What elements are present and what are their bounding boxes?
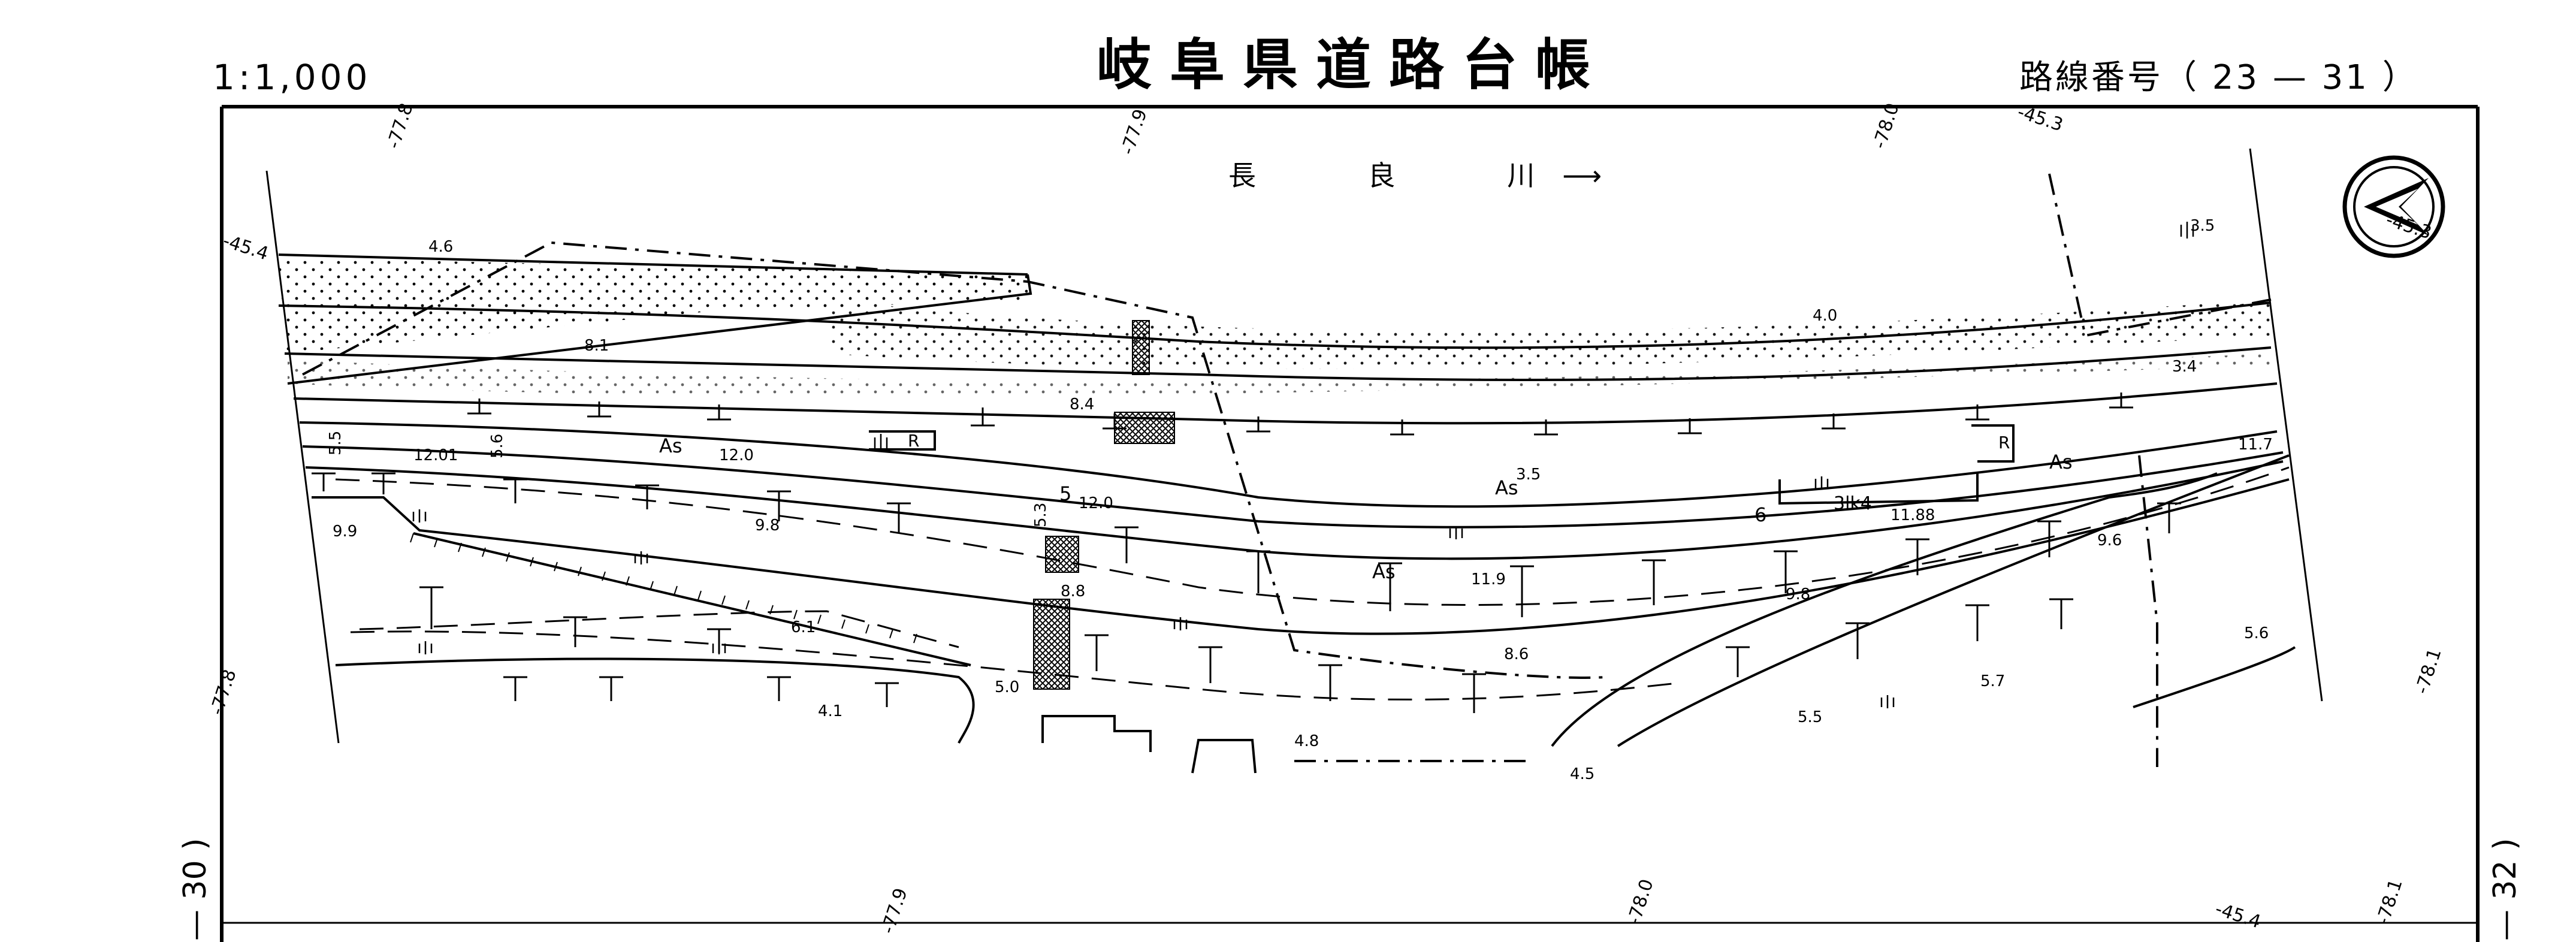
elevation-label: 9.8 (755, 517, 780, 535)
river-label: 長 良 川⟶ (1228, 162, 1602, 189)
embankment-zones (279, 258, 2271, 397)
elevation-label: 4.5 (1570, 765, 1594, 783)
elevation-label: 12.0 (1079, 494, 1113, 512)
elevation-label: 3.5 (1516, 466, 1541, 484)
symbol-label: R (1998, 433, 2010, 452)
elevation-label: 11.88 (1891, 506, 1935, 524)
map-scale: 1:1,000 (213, 57, 372, 98)
surface-label: As (1495, 476, 1518, 499)
grid-label: -77.8 (206, 667, 240, 718)
culvert-grates (1033, 320, 1175, 690)
symbol-label: 3lk4 (1834, 493, 1872, 514)
elevation-label: 5.6 (2244, 624, 2269, 642)
vegetation-marks (412, 222, 2194, 708)
symbol-label: 5.5 (327, 431, 345, 455)
elevation-label: 8.8 (1061, 582, 1085, 600)
grid-labels: -77.8 -77.9 -78.0 -78.1 -45.4 -45.3 -45.… (206, 101, 2445, 937)
elevation-label: 9.6 (2097, 532, 2122, 550)
surface-labels: As As As As (659, 434, 2073, 583)
symbol-label: 6 (1754, 503, 1766, 526)
elevation-label: 11.7 (2238, 436, 2273, 454)
river-name: 長 良 川 (1228, 159, 1587, 192)
elevation-label: 4.8 (1294, 732, 1319, 750)
elevation-label: 11.9 (1471, 570, 1506, 588)
symbol-label: 5.6 (488, 434, 506, 458)
elevation-label: 5.5 (1798, 708, 1822, 726)
elevation-label: 5.0 (995, 678, 1019, 696)
grid-label: -77.9 (1117, 107, 1151, 158)
grid-label: -45.3 (2384, 209, 2435, 243)
building-outlines (869, 424, 2015, 774)
flow-arrow-icon: ⟶ (1562, 159, 1602, 192)
grid-label: -45.4 (2213, 898, 2264, 932)
surface-label: As (1372, 560, 1396, 583)
elevation-label: 4.1 (818, 702, 842, 720)
grid-label: -45.4 (221, 230, 271, 264)
elevation-label: 3.5 (2190, 217, 2215, 235)
elevation-label: 12.01 (413, 446, 458, 464)
grid-label: -77.9 (877, 886, 911, 937)
elevation-label: 6.1 (791, 618, 816, 636)
elevation-label: 4.0 (1813, 307, 1837, 325)
elevation-label: 8.6 (1504, 645, 1529, 663)
grid-label: -78.0 (1623, 877, 1657, 928)
symbol-label: 5.3 (1032, 503, 1050, 527)
grid-label: -78.1 (2411, 646, 2445, 697)
grid-label: -78.1 (2372, 877, 2406, 928)
elevation-label: 5.7 (1980, 672, 2005, 690)
elevation-label: 8.4 (1070, 395, 1094, 413)
symbol-label: R (908, 431, 919, 451)
elevation-label: 3.4 (2172, 358, 2197, 376)
map-title: 岐阜県道路台帳 (1097, 32, 1609, 97)
elevation-labels: 4.6 8.1 8.4 4.0 3.5 3.4 11.7 12.01 12.0 … (333, 217, 2273, 783)
north-arrow-icon (2342, 155, 2445, 258)
elevation-label: 12.0 (719, 446, 754, 464)
boundary-lines (302, 173, 2272, 767)
map-frame (220, 105, 2480, 942)
elevation-label: 8.1 (584, 337, 609, 355)
map-symbols: R R 6 5 3lk4 5.5 5.6 5.3 (327, 431, 2010, 527)
elevation-label: 9.9 (333, 523, 357, 541)
elevation-label: 4.6 (428, 238, 453, 256)
slope-hatching (410, 532, 971, 666)
route-number: 路線番号（ 23 — 31 ） (2019, 58, 2418, 97)
surface-label: As (2049, 451, 2073, 473)
slope-t-marks (312, 393, 2181, 713)
surface-label: As (659, 434, 682, 457)
elevation-label: 9.8 (1786, 585, 1810, 603)
drawing-limits (265, 148, 2323, 744)
symbol-label: 5 (1059, 482, 1071, 505)
